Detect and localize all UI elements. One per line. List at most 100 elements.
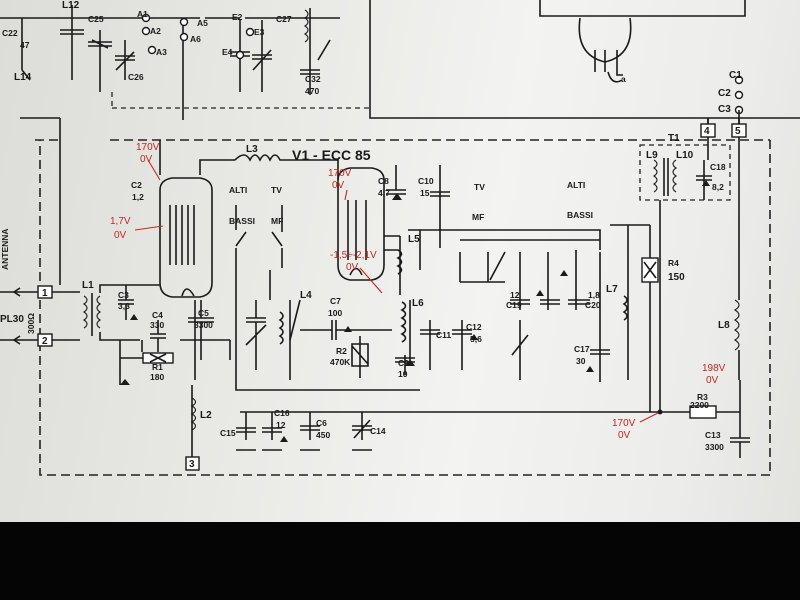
component-label: C12 xyxy=(466,322,482,332)
component-value: 4,7 xyxy=(378,188,390,198)
terminal-label: 4 xyxy=(704,126,710,137)
component-label: C3 xyxy=(118,290,129,300)
terminal-label: A6 xyxy=(190,34,201,44)
schematic-diagram xyxy=(0,0,800,476)
component-value: 1,2 xyxy=(132,192,144,202)
voltage-label: 0V xyxy=(114,230,127,241)
terminal-label: E4 xyxy=(222,47,233,57)
component-value: 10 xyxy=(398,369,408,379)
component-label: C14 xyxy=(370,426,386,436)
inductor-label: L9 xyxy=(646,150,658,161)
inductor-label: T1 xyxy=(668,133,680,144)
inductor-label: L14 xyxy=(14,72,32,83)
component-value: 3300 xyxy=(705,442,724,452)
component-label: C5 xyxy=(198,308,209,318)
inductor-label: L1 xyxy=(82,280,94,291)
component-label: C8 xyxy=(378,176,389,186)
switch-label: TV xyxy=(271,185,282,195)
component-label: C18 xyxy=(710,162,726,172)
component-value: 180 xyxy=(150,372,164,382)
inductor-label: L12 xyxy=(62,0,80,11)
component-label: R2 xyxy=(336,346,347,356)
shield-outline xyxy=(35,139,771,476)
voltage-label: 170V xyxy=(612,418,636,429)
component-label: C15 xyxy=(220,428,236,438)
switch-label: ALTI xyxy=(229,185,247,195)
inductor-label: L10 xyxy=(676,150,694,161)
supply-rail xyxy=(236,380,750,458)
component-label: C26 xyxy=(128,72,144,82)
voltage-label: 198V xyxy=(702,363,726,374)
edge-label: 300Ω xyxy=(26,313,36,334)
component-value: 100 xyxy=(328,308,342,318)
voltage-label: 0V xyxy=(346,262,359,273)
component-label: C32 xyxy=(305,74,321,84)
component-label: C10 xyxy=(418,176,434,186)
component-label: C11 xyxy=(436,330,451,340)
component-label: C6 xyxy=(316,418,327,428)
annotation-arrow xyxy=(147,159,161,181)
terminal-label: 5 xyxy=(735,126,741,137)
component-value: 5,6 xyxy=(470,334,482,344)
component-label: C25 xyxy=(88,14,104,24)
switch-label: ALTI xyxy=(567,180,585,190)
component-value: 470 xyxy=(305,86,319,96)
voltage-label: 0V xyxy=(140,154,153,165)
inductor-label: L3 xyxy=(246,144,258,155)
input-stage xyxy=(0,284,231,471)
component-label: C19 xyxy=(506,300,522,310)
terminal-label: 1 xyxy=(42,288,48,299)
terminal-label: A3 xyxy=(156,47,167,57)
background-surface xyxy=(0,522,800,600)
tube-v1 xyxy=(159,140,400,298)
voltage-label: -1,5÷-2,1V xyxy=(330,250,377,261)
component-value: 8,2 xyxy=(712,182,724,192)
component-label: C2 xyxy=(131,180,142,190)
voltage-label: 0V xyxy=(618,430,631,441)
schematic-labels: V1 - ECC 85 170V 0V 1,7V 0V 170V 0V -1,5… xyxy=(0,0,742,470)
component-label: R4 xyxy=(668,258,679,268)
component-label: R1 xyxy=(152,362,163,372)
inductor-label: L5 xyxy=(408,234,420,245)
component-value: 47 xyxy=(20,40,30,50)
terminal-label: A5 xyxy=(197,18,208,28)
component-label: C17 xyxy=(574,344,590,354)
voltage-label: 170V xyxy=(136,142,160,153)
inductor-label: L2 xyxy=(200,410,212,421)
voltage-label: 170V xyxy=(328,168,352,179)
component-value: 330 xyxy=(150,320,164,330)
band-switch-right xyxy=(386,165,659,412)
terminal-label: 2 xyxy=(42,336,48,347)
component-value: 3300 xyxy=(194,320,213,330)
component-label: C16 xyxy=(274,408,290,418)
terminal-label: 3 xyxy=(189,459,195,470)
terminal-label: A1 xyxy=(137,9,148,19)
inductor-label: PL30 xyxy=(0,314,24,325)
component-value: 30 xyxy=(576,356,586,366)
component-label: C20 xyxy=(585,300,601,310)
terminal-label: C1 xyxy=(729,70,742,81)
switch-label: MF xyxy=(472,212,484,222)
component-value: 15 xyxy=(420,188,430,198)
terminal-label: C2 xyxy=(718,88,731,99)
voltage-label: 0V xyxy=(706,375,719,386)
component-label: C9 xyxy=(398,358,409,368)
component-value: 3,3 xyxy=(118,301,130,311)
component-label: C4 xyxy=(152,310,163,320)
tube-title: V1 - ECC 85 xyxy=(292,147,371,163)
terminal-label: E2 xyxy=(232,12,243,22)
component-label: C13 xyxy=(705,430,721,440)
component-label: C27 xyxy=(276,14,292,24)
upper-circuit xyxy=(0,0,800,130)
component-label: C22 xyxy=(2,28,18,38)
inductor-label: L7 xyxy=(606,284,618,295)
component-value: 1,8 xyxy=(588,290,600,300)
terminal-label: a xyxy=(621,74,626,84)
inductor-label: L4 xyxy=(300,290,312,301)
voltage-label: 1,7V xyxy=(110,216,131,227)
switch-label: MF xyxy=(271,216,283,226)
switch-label: BASSI xyxy=(567,210,593,220)
band-switch-left xyxy=(235,205,420,391)
edge-label: ANTENNA xyxy=(0,228,10,270)
terminal-label: E3 xyxy=(254,27,265,37)
